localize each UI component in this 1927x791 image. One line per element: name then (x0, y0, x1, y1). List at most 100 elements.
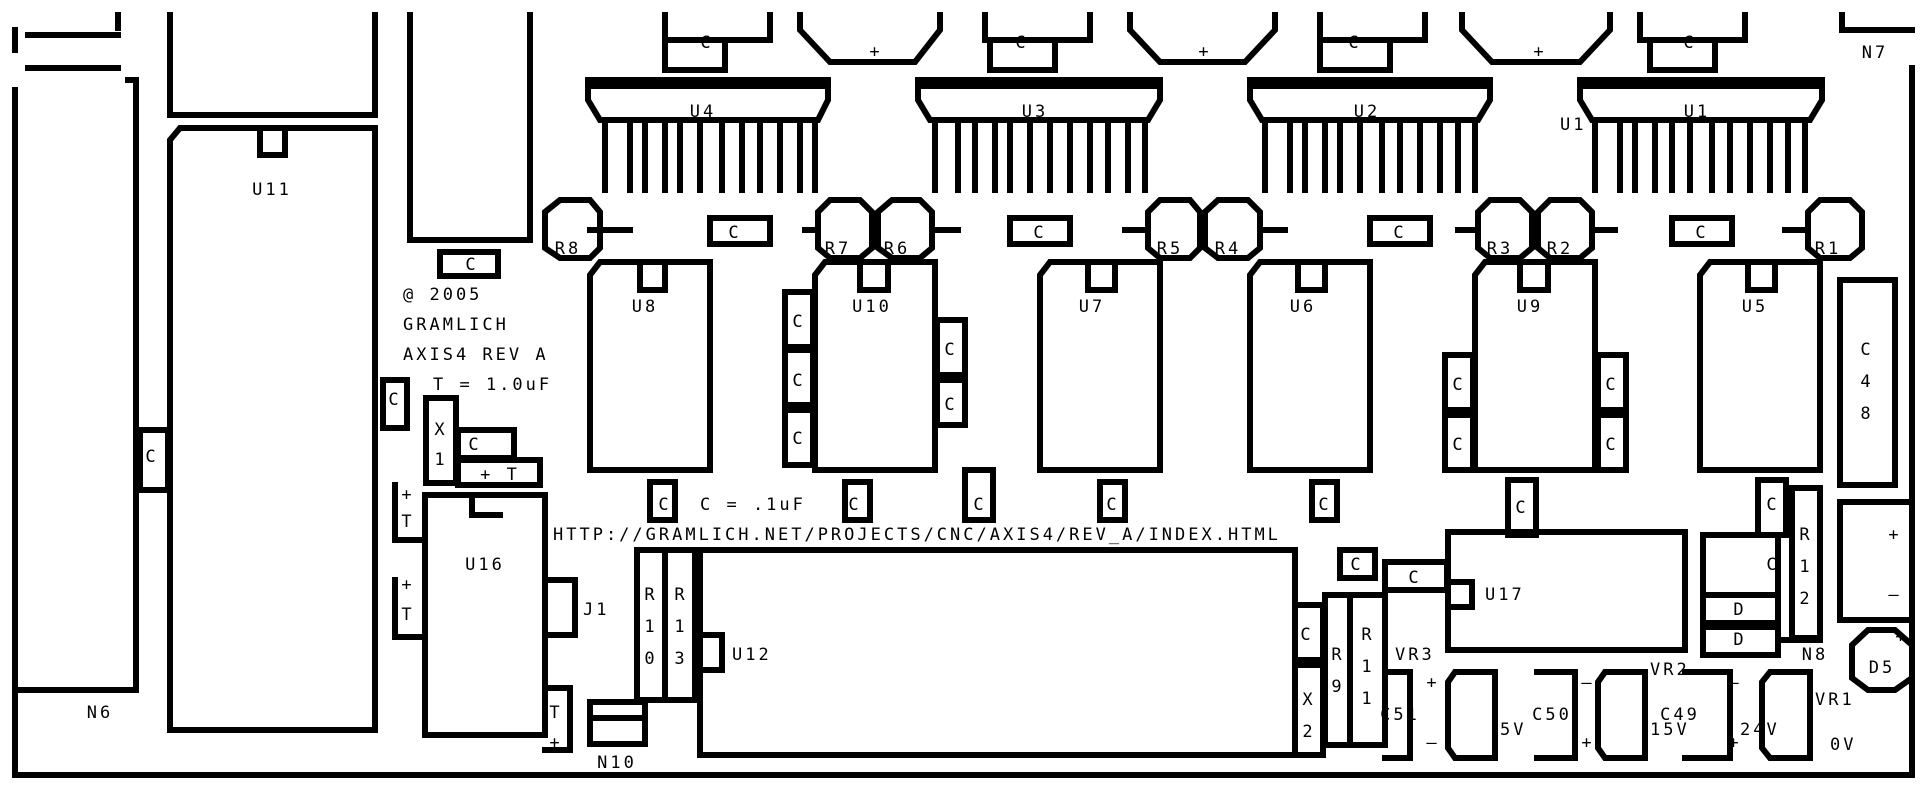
c-cap-label: C (792, 371, 805, 391)
r9-label: R (1331, 645, 1344, 665)
r13-label: 3 (674, 649, 687, 669)
plus-sign: + (1426, 673, 1439, 693)
author-text: GRAMLICH (403, 315, 509, 335)
c-cap-x1 (455, 427, 517, 461)
d5-label: D5 (1869, 658, 1895, 678)
chip-label: U8 (632, 297, 658, 317)
c-cap-block (437, 249, 501, 279)
t-cap-u16 (542, 685, 573, 753)
d-diode-label: D (1733, 600, 1746, 620)
c-cap-label: C (728, 223, 741, 243)
c-cap-label: C (944, 340, 957, 360)
board-outline-notch (25, 12, 121, 71)
r7-pad (802, 197, 875, 261)
u12-label: U12 (732, 645, 772, 665)
u11-label: U11 (252, 180, 292, 200)
block-top-outline (407, 12, 533, 243)
plus-sign: + (1581, 733, 1594, 753)
c-cap-label: C (848, 495, 861, 515)
c50-label: C50 (1532, 705, 1572, 725)
r9-label: 9 (1331, 677, 1344, 697)
plus-sign: + (401, 575, 414, 595)
c48-capacitor (1837, 277, 1898, 488)
c49-outline (1682, 669, 1733, 761)
t-cap-label: T (549, 703, 562, 723)
n10-label: N10 (597, 753, 637, 773)
vr2-label: VR2 (1650, 660, 1690, 680)
r11-label: 1 (1361, 689, 1374, 709)
driver-label: U1 (1684, 102, 1710, 122)
c-cap-label: C (1015, 33, 1028, 53)
resistor-label: R5 (1157, 239, 1183, 259)
r3-pad (1455, 197, 1535, 261)
chip-u9 (1442, 259, 1629, 538)
r10-label: 1 (644, 617, 657, 637)
v5-label: 5V (1500, 720, 1526, 740)
resistor-label: R4 (1215, 239, 1241, 259)
r11-label: 1 (1361, 657, 1374, 677)
connector-n7 (1839, 12, 1915, 33)
top-cap-4 (1637, 12, 1748, 73)
c-cap-label: C (944, 395, 957, 415)
url-text: HTTP://GRAMLICH.NET/PROJECTS/CNC/AXIS4/R… (553, 525, 1281, 545)
c-cap-label: C (1766, 495, 1779, 515)
plus-sign: + (549, 733, 562, 753)
plus-sign: + (1198, 42, 1211, 62)
top-cap-plus-2 (1127, 12, 1278, 65)
c-cap-label: C (1318, 495, 1331, 515)
chip-label: U10 (852, 297, 892, 317)
chip-label: U6 (1290, 297, 1316, 317)
driver-extra-label: U1 (1560, 115, 1586, 135)
plus-t-label: + T (480, 465, 520, 485)
c-cap-u17 (1382, 559, 1450, 593)
plus-sign: + (1533, 42, 1546, 62)
r13-label: 1 (674, 617, 687, 637)
u17-label: U17 (1485, 585, 1525, 605)
c49-label: C49 (1660, 705, 1700, 725)
n8-label: N8 (1802, 645, 1828, 665)
c-cap-label: C (1766, 555, 1779, 575)
c50-outline (1534, 669, 1578, 761)
minus-sign: – (1888, 585, 1901, 605)
c-cap-label: C (1452, 435, 1465, 455)
c-cap-top-4 (1669, 215, 1735, 247)
driver-u4 (585, 77, 831, 193)
c-cap-label: C (792, 429, 805, 449)
c-cap-label: C (1350, 555, 1363, 575)
top-cap-1 (662, 12, 773, 73)
j1-connector (542, 577, 578, 638)
top-cap-plus-3 (1459, 12, 1613, 65)
u11-outline (167, 125, 378, 733)
x1-label: X (434, 420, 447, 440)
resistor-label: R3 (1487, 239, 1513, 259)
r12-label: 1 (1799, 557, 1812, 577)
c48-label: C (1860, 340, 1873, 360)
v0-label: 0V (1830, 735, 1856, 755)
v15-label: 15V (1650, 720, 1690, 740)
u12-outline (697, 547, 1298, 758)
driver-label: U4 (690, 102, 716, 122)
c-cap-left (137, 427, 171, 493)
c-cap-label: C (700, 33, 713, 53)
vr2-outline (1595, 669, 1648, 761)
chip-label: U9 (1517, 297, 1543, 317)
t-note-text: T = 1.0uF (433, 375, 552, 395)
c-cap-label: C (1393, 223, 1406, 243)
u12-notch (697, 632, 725, 673)
j1-label: J1 (583, 600, 609, 620)
c-cap-label: C (792, 312, 805, 332)
plus-sign: + (869, 42, 882, 62)
c-cap-label: C (1452, 375, 1465, 395)
t-cap-lower (392, 577, 428, 640)
driver-label: U2 (1354, 102, 1380, 122)
c-cap-label: C (465, 255, 478, 275)
x2-label: 2 (1302, 722, 1315, 742)
vr1-label: VR1 (1815, 690, 1855, 710)
resistor-label: R6 (884, 239, 910, 259)
r2-pad (1535, 197, 1618, 261)
v24-label: 24V (1740, 720, 1780, 740)
r5-pad (1122, 197, 1203, 261)
c-cap-label: C (145, 447, 158, 467)
plus-sign: + (1888, 525, 1901, 545)
connector-n6-outline (12, 77, 139, 693)
